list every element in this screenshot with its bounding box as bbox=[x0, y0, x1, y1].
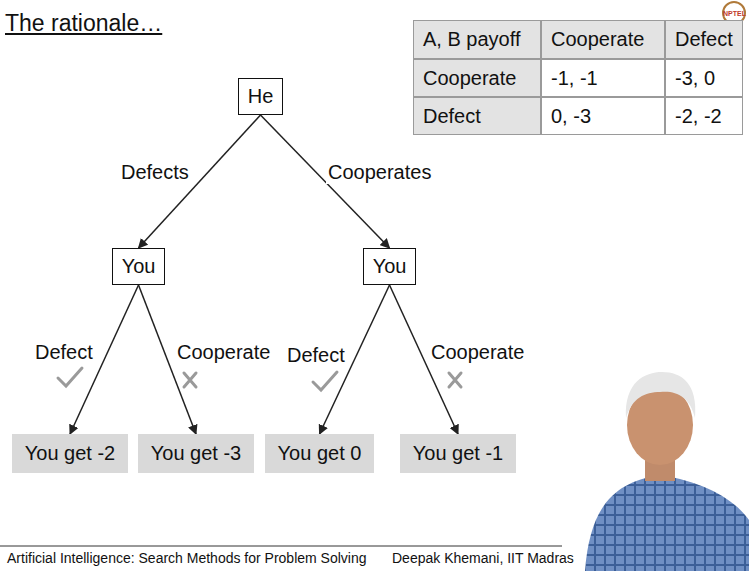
node-text: You bbox=[122, 255, 156, 278]
table-cell: A, B payoff bbox=[413, 20, 541, 59]
table-cell: -2, -2 bbox=[665, 97, 743, 135]
check-mark bbox=[58, 368, 82, 386]
payoff-leaf: You get 0 bbox=[265, 434, 374, 473]
table-text: Cooperate bbox=[423, 67, 516, 90]
table-text: 0, -3 bbox=[551, 105, 591, 128]
check-mark bbox=[313, 372, 337, 390]
logo-text: NPTEL bbox=[723, 10, 746, 17]
table-cell: -3, 0 bbox=[665, 59, 743, 97]
table-text: Defect bbox=[423, 105, 481, 128]
slide-title: The rationale… bbox=[5, 10, 162, 37]
table-cell: -1, -1 bbox=[541, 59, 665, 97]
cross-mark bbox=[449, 373, 461, 387]
cross-mark bbox=[184, 373, 196, 387]
node-text: You get -3 bbox=[151, 442, 241, 465]
player-node: He bbox=[238, 78, 283, 115]
player-node: You bbox=[363, 248, 416, 285]
check-marks bbox=[58, 368, 461, 390]
player-node: You bbox=[112, 248, 165, 285]
table-text: -1, -1 bbox=[551, 67, 598, 90]
node-text: You get 0 bbox=[278, 442, 362, 465]
node-text: You bbox=[373, 255, 407, 278]
footer-text: Deepak Khemani, IIT Madras bbox=[392, 550, 574, 566]
edge-label: Cooperates bbox=[326, 161, 433, 184]
table-text: A, B payoff bbox=[423, 28, 520, 51]
payoff-leaf: You get -3 bbox=[138, 434, 254, 473]
edge-label: Cooperate bbox=[429, 341, 526, 364]
footer-rule bbox=[0, 546, 562, 547]
edge-label: Defect bbox=[33, 341, 95, 364]
table-text: Defect bbox=[675, 28, 733, 51]
table-text: Cooperate bbox=[551, 28, 644, 51]
table-text: -2, -2 bbox=[675, 105, 722, 128]
presenter-figure bbox=[585, 372, 749, 571]
footer-text: Artificial Intelligence: Search Methods … bbox=[7, 550, 367, 566]
node-text: You get -2 bbox=[25, 442, 115, 465]
payoff-leaf: You get -1 bbox=[400, 434, 516, 473]
table-text: -3, 0 bbox=[675, 67, 715, 90]
table-cell: Cooperate bbox=[413, 59, 541, 97]
table-cell: 0, -3 bbox=[541, 97, 665, 135]
table-cell: Defect bbox=[665, 20, 743, 59]
edge-label: Cooperate bbox=[175, 341, 272, 364]
edge-label: Defects bbox=[119, 161, 191, 184]
payoff-leaf: You get -2 bbox=[12, 434, 128, 473]
node-text: He bbox=[248, 85, 274, 108]
table-cell: Defect bbox=[413, 97, 541, 135]
table-cell: Cooperate bbox=[541, 20, 665, 59]
node-text: You get -1 bbox=[413, 442, 503, 465]
edge-label: Defect bbox=[285, 344, 347, 367]
